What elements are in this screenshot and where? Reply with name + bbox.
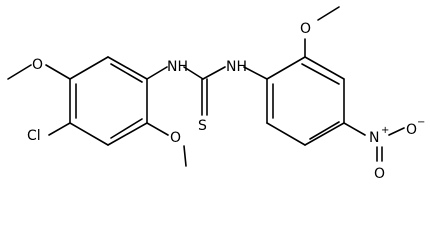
left-substituents: [7, 64, 187, 167]
bond: [183, 66, 204, 80]
atom-o-bottom-left: O: [170, 130, 181, 146]
thiourea-core: [183, 66, 226, 116]
bond: [183, 145, 187, 167]
bond: [304, 122, 345, 146]
bond: [304, 56, 345, 80]
right-aromatic-ring: [243, 56, 345, 146]
atom-cl: Cl: [27, 128, 41, 144]
bond: [388, 127, 405, 136]
charge-plus: +: [381, 125, 389, 136]
bond: [343, 122, 366, 136]
bond: [243, 66, 268, 80]
bond: [266, 56, 306, 80]
bond: [266, 122, 306, 146]
bond: [69, 56, 109, 80]
bond: [107, 122, 148, 146]
charge-minus: −: [417, 117, 425, 128]
atom-nh-left: NH: [167, 59, 188, 75]
bond: [107, 56, 148, 80]
molecule-drawing: O Cl O NH S NH O N + O − O: [7, 6, 425, 182]
atom-o-top-left: O: [32, 57, 43, 73]
atom-nh-right: NH: [226, 59, 247, 75]
atom-n-nitro: N: [369, 130, 379, 146]
atom-o-nitro-right: O: [406, 122, 417, 138]
atom-s: S: [198, 118, 207, 134]
bond: [309, 121, 340, 140]
atom-o-nitro-bottom: O: [374, 166, 385, 182]
right-substituents: [304, 6, 405, 162]
bond: [146, 66, 168, 80]
bond: [317, 6, 340, 21]
bond: [48, 122, 71, 136]
structure-canvas: O Cl O NH S NH O N + O − O: [7, 6, 426, 182]
atom-o-top-right: O: [300, 21, 311, 37]
bond: [45, 64, 71, 80]
bond: [110, 63, 143, 83]
bond: [301, 63, 340, 85]
bond: [7, 64, 32, 80]
bond: [69, 122, 109, 146]
bond: [202, 66, 226, 80]
bond: [110, 118, 143, 139]
bond: [146, 122, 169, 136]
left-aromatic-ring: [69, 56, 148, 146]
